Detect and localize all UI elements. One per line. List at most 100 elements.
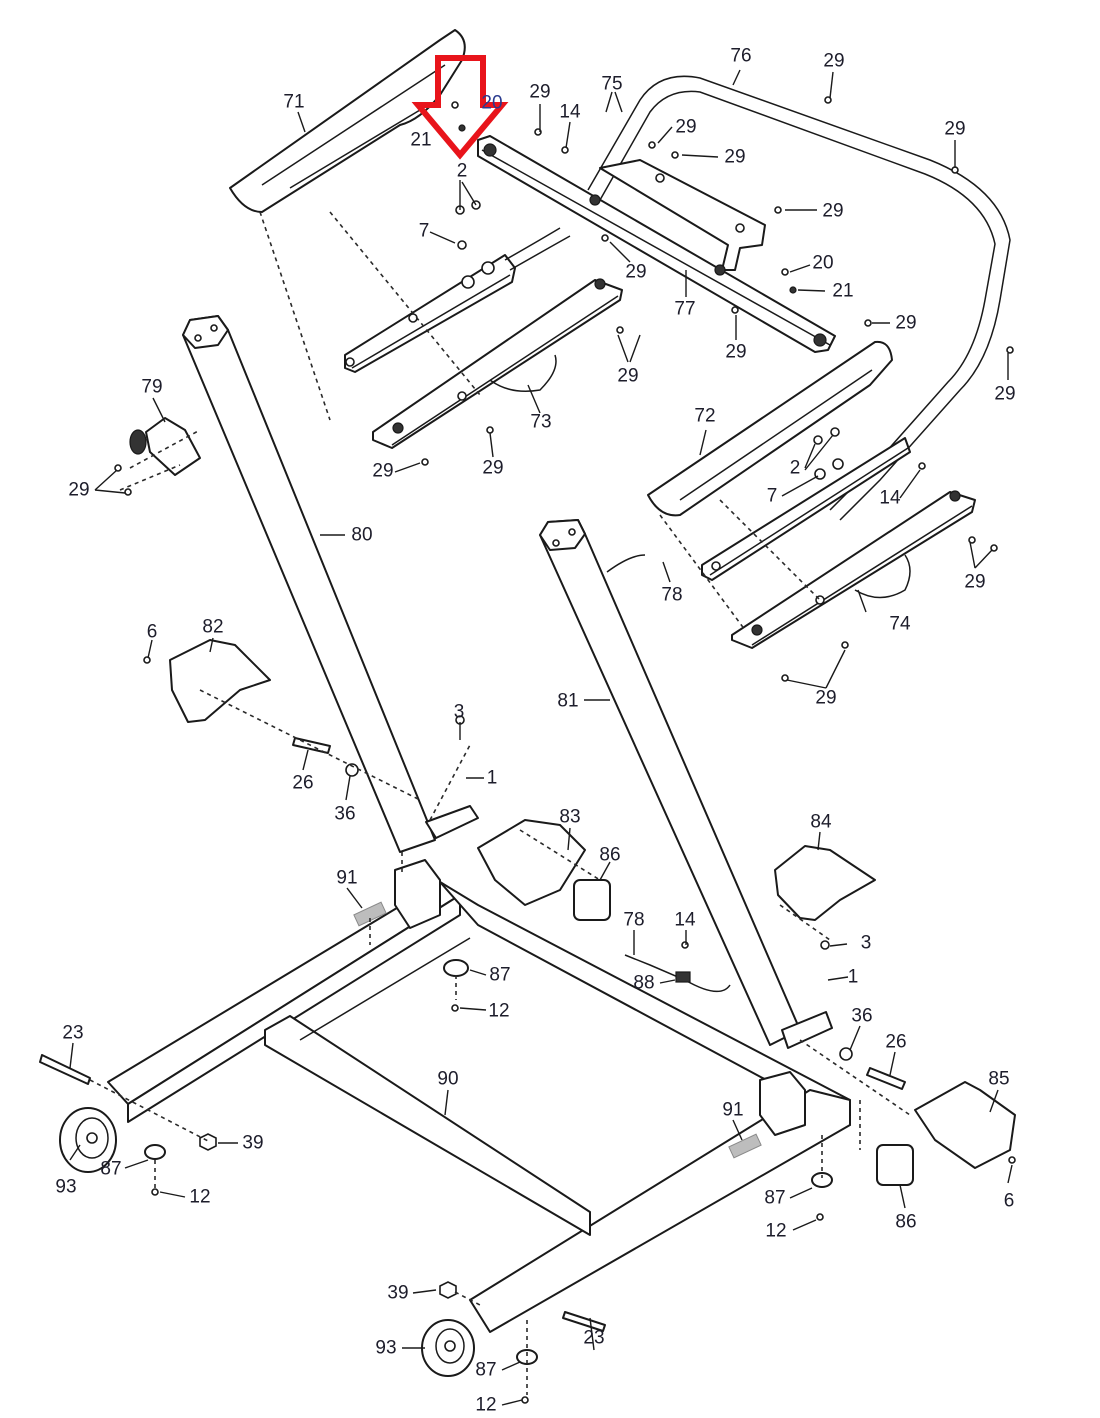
callout-29: 29 — [482, 457, 504, 479]
callout-82: 82 — [202, 616, 224, 638]
callout-29: 29 — [625, 261, 647, 283]
callout-78: 78 — [623, 909, 645, 931]
callout-7: 7 — [418, 220, 430, 242]
part-86-damper-left — [573, 879, 611, 921]
callout-83: 83 — [559, 806, 581, 828]
callout-90: 90 — [437, 1068, 459, 1090]
callout-87: 87 — [475, 1359, 497, 1381]
callout-29: 29 — [895, 312, 917, 334]
part-82-left-cover-front — [169, 639, 271, 723]
part-76-handlebar-frame — [587, 75, 1011, 521]
callout-29: 29 — [823, 50, 845, 72]
callout-87: 87 — [764, 1187, 786, 1209]
callout-93: 93 — [55, 1176, 77, 1198]
assembly-guide-lines — [89, 211, 911, 1395]
part-73-left-pulse-grip — [372, 278, 623, 449]
part-23-bolt-left — [39, 1054, 91, 1085]
callout-86: 86 — [895, 1211, 917, 1233]
callout-26: 26 — [292, 772, 314, 794]
callout-2: 2 — [789, 457, 801, 479]
callout-29: 29 — [964, 571, 986, 593]
callout-85: 85 — [988, 1068, 1010, 1090]
callout-20: 20 — [812, 252, 834, 274]
screws — [114, 96, 1016, 1404]
part-23-bolt-bottom — [562, 1311, 606, 1332]
callout-86: 86 — [599, 844, 621, 866]
callout-23: 23 — [62, 1022, 84, 1044]
part-right-handle-bracket — [701, 437, 911, 581]
callout-77: 77 — [674, 298, 696, 320]
callout-78: 78 — [661, 584, 683, 606]
callout-91: 91 — [722, 1099, 744, 1121]
callout-3: 3 — [453, 701, 465, 723]
callout-79: 79 — [141, 376, 163, 398]
callout-72: 72 — [694, 405, 716, 427]
part-39-nut-left — [199, 1133, 217, 1151]
callout-84: 84 — [810, 811, 832, 833]
callout-6: 6 — [146, 621, 158, 643]
part-87-feet — [144, 959, 833, 1365]
callout-36: 36 — [851, 1005, 873, 1027]
callout-14: 14 — [674, 909, 696, 931]
callout-87: 87 — [489, 964, 511, 986]
part-36-washer-right — [839, 1047, 853, 1061]
callout-29: 29 — [675, 116, 697, 138]
callout-21: 21 — [832, 280, 854, 302]
callout-73: 73 — [530, 411, 552, 433]
highlight-arrow — [411, 55, 509, 160]
part-86-damper-right — [876, 1144, 914, 1186]
part-80-left-upright — [182, 315, 479, 853]
callout-36: 36 — [334, 803, 356, 825]
part-72-right-handle-cover — [647, 340, 893, 517]
part-79-incline-knob — [129, 417, 201, 476]
part-26-bolt-right — [866, 1067, 906, 1090]
part-83-left-cover-rear — [477, 819, 586, 906]
callout-14: 14 — [879, 487, 901, 509]
callout-29: 29 — [822, 200, 844, 222]
leader-lines — [69, 69, 1013, 1406]
callout-7: 7 — [766, 485, 778, 507]
part-88-ferrite — [675, 971, 691, 983]
callout-93: 93 — [375, 1337, 397, 1359]
part-81-right-upright — [539, 519, 833, 1049]
callout-21: 21 — [410, 129, 432, 151]
callout-75: 75 — [601, 73, 623, 95]
callout-91: 91 — [336, 867, 358, 889]
part-84-right-cover-front — [774, 845, 876, 921]
callout-74: 74 — [889, 613, 911, 635]
callout-6: 6 — [1003, 1190, 1015, 1212]
callout-3: 3 — [860, 932, 872, 954]
callout-2: 2 — [456, 160, 468, 182]
callout-29: 29 — [68, 479, 90, 501]
callout-12: 12 — [475, 1394, 497, 1416]
callout-12: 12 — [765, 1220, 787, 1242]
callout-1: 1 — [486, 767, 498, 789]
part-77-crossbar — [477, 135, 836, 353]
callout-39: 39 — [242, 1132, 264, 1154]
callout-20-obscured: 20 — [481, 92, 503, 114]
callout-81: 81 — [557, 690, 579, 712]
part-36-washer-left — [345, 763, 359, 777]
part-85-right-cover-rear — [914, 1081, 1016, 1169]
callout-29: 29 — [617, 365, 639, 387]
callout-23: 23 — [583, 1327, 605, 1349]
callout-12: 12 — [488, 1000, 510, 1022]
callout-29: 29 — [724, 146, 746, 168]
callout-1: 1 — [847, 966, 859, 988]
part-26-bolt-left — [292, 737, 331, 754]
callout-29: 29 — [815, 687, 837, 709]
callout-12: 12 — [189, 1186, 211, 1208]
callout-29: 29 — [944, 118, 966, 140]
part-74-right-pulse-grip — [731, 490, 976, 649]
callout-88: 88 — [633, 972, 655, 994]
callout-71: 71 — [283, 91, 305, 113]
part-left-handle-bracket — [344, 227, 571, 373]
callout-76: 76 — [730, 45, 752, 67]
part-39-nut-bottom — [439, 1281, 457, 1299]
callout-26: 26 — [885, 1031, 907, 1053]
callout-14: 14 — [559, 101, 581, 123]
part-93-wheel-bottom — [421, 1319, 475, 1377]
part-90-base-frame — [107, 859, 851, 1333]
callout-80: 80 — [351, 524, 373, 546]
